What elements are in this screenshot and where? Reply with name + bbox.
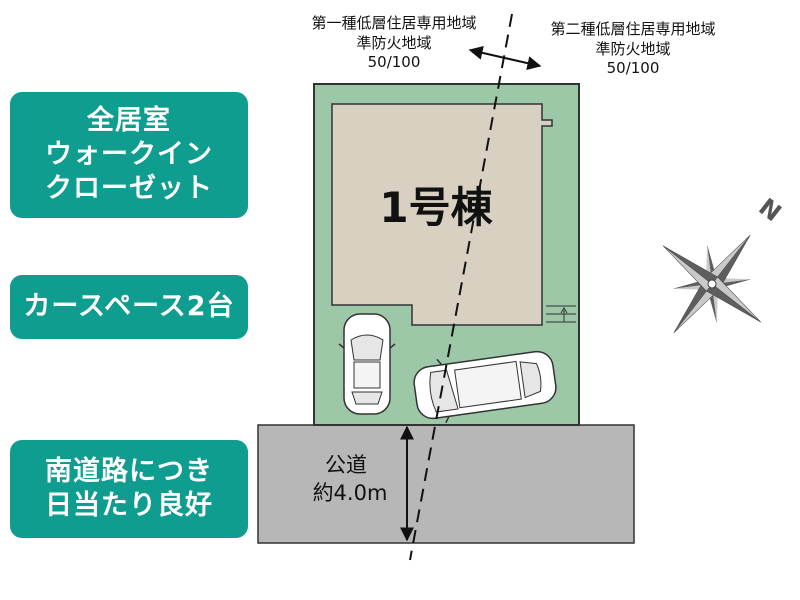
building-label: 1号棟: [379, 183, 493, 232]
road: [257, 424, 635, 544]
badge-line: 全居室: [87, 105, 171, 137]
road-width-label: 約4.0m: [313, 481, 388, 505]
badge-line: 日当たり良好: [45, 490, 213, 521]
road-label: 公道: [325, 453, 367, 477]
zone-fire: 準防火地域: [595, 39, 671, 58]
zone-name: 第二種低層住居専用地域: [550, 20, 716, 38]
feature-badge-walk-in-closet: 全居室 ウォークイン クローゼット: [10, 92, 248, 218]
compass-north-label: N: [753, 193, 786, 227]
feature-badge-car-space: カースペース2台: [10, 275, 248, 339]
badge-line: クローゼット: [45, 172, 213, 204]
stair-marks: [546, 305, 576, 323]
compass-rose-icon: [662, 234, 762, 334]
badge-line: 南道路につき: [45, 456, 213, 488]
zone-name: 第一種低層住居専用地域: [311, 14, 477, 32]
badge-line: カースペース2台: [23, 291, 235, 323]
car-vertical: [338, 313, 396, 415]
zone-fire: 準防火地域: [356, 33, 432, 52]
zoning-arrow: [468, 45, 542, 71]
zone-ratio: 50/100: [606, 59, 660, 77]
building-footprint: [331, 103, 553, 326]
zoning-label-right: 第二種低層住居専用地域 準防火地域 50/100: [512, 20, 754, 79]
zoning-boundary-line: [409, 13, 513, 561]
feature-badge-south-road: 南道路につき 日当たり良好: [10, 440, 248, 538]
badge-line: ウォークイン: [45, 139, 213, 171]
zoning-label-left: 第一種低層住居専用地域 準防火地域 50/100: [272, 14, 516, 73]
car-horizontal: [413, 350, 557, 424]
zone-ratio: 50/100: [367, 53, 421, 71]
